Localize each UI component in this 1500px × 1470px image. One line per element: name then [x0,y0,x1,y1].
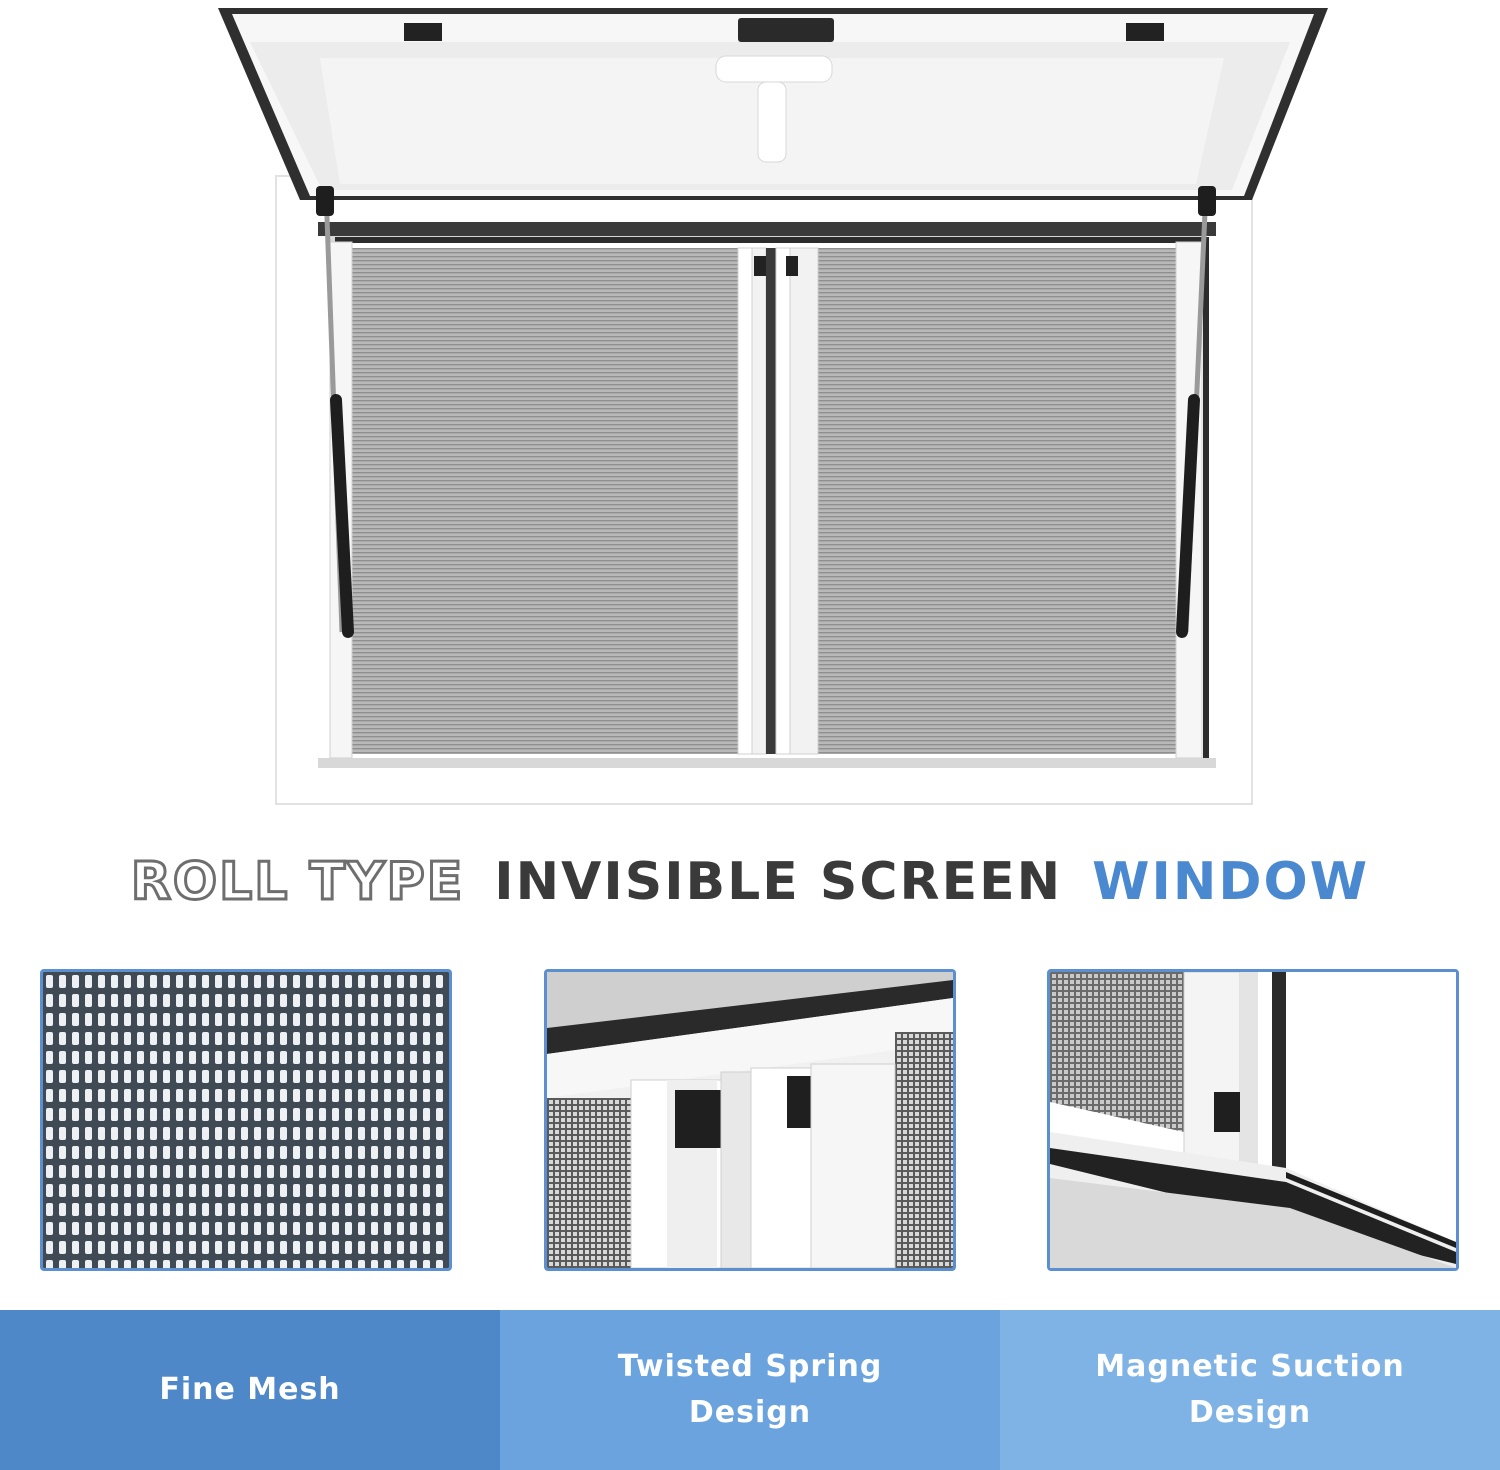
twisted-spring-detail-image [544,969,956,1271]
feature-magnetic-suction: Magnetic Suction Design [1000,1310,1500,1470]
title-window: WINDOW [1092,852,1370,912]
magnetic-suction-detail-image [1047,969,1459,1271]
title-roll-type: ROLL TYPE [129,851,465,914]
title-invisible-screen: INVISIBLE SCREEN [494,852,1063,912]
feature-twisted-spring: Twisted Spring Design [500,1310,1000,1470]
window-product-image [218,8,1328,805]
fine-mesh-detail-image [40,969,452,1271]
feature-fine-mesh: Fine Mesh [0,1310,500,1470]
product-title: ROLL TYPE INVISIBLE SCREEN WINDOW [0,846,1500,918]
